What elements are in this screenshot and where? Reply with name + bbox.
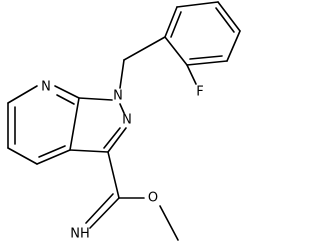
bond-c3-cimid (107, 151, 120, 199)
bond-benz-1-inner (170, 11, 182, 38)
atom-ring-n1: N (113, 89, 123, 104)
structure-drawing: N N N F NH O (7, 1, 241, 242)
bond-cimid-nh (89, 197, 120, 229)
bond-benz-6 (164, 36, 188, 66)
bond-c7a-n7 (54, 85, 80, 99)
bond-benz-1 (164, 6, 178, 38)
bond-c7a-n7-inner (56, 94, 75, 105)
bond-n1-ch2 (119, 59, 125, 89)
bond-n2-c3-inner (103, 127, 121, 149)
atom-ring-n2: N (122, 113, 132, 128)
atom-ether-o: O (148, 191, 158, 206)
atom-fluorine: F (196, 85, 203, 100)
bond-benz-2 (176, 1, 219, 8)
bond-cimid-nh-inner (85, 193, 114, 224)
bonds (7, 1, 241, 241)
bond-benz-5-inner (189, 55, 223, 60)
bond-n2-c3 (107, 127, 127, 153)
bond-n1-c7a (78, 97, 113, 101)
bond-benz-4 (226, 30, 241, 62)
bond-c-f (186, 64, 197, 85)
bond-c3a-c7a (69, 97, 80, 151)
atom-pyridine-n: N (41, 80, 51, 95)
bond-o-methyl (159, 205, 179, 241)
bond-c3-c3a (69, 149, 109, 153)
bond-c4-c3a (36, 149, 71, 165)
bond-n7-c6 (7, 85, 38, 104)
bond-benz-3 (217, 1, 241, 32)
bond-c4-c3a-inner (38, 145, 66, 158)
atom-labels: N N N F NH O (41, 80, 204, 242)
bond-benz-3-inner (215, 7, 235, 33)
bond-benz-5 (186, 60, 228, 66)
bond-n1-n2 (119, 103, 125, 114)
bond-c5-c4 (7, 147, 38, 165)
atom-imine-nh: NH (70, 227, 90, 242)
bond-ch2-aryl (123, 36, 166, 61)
